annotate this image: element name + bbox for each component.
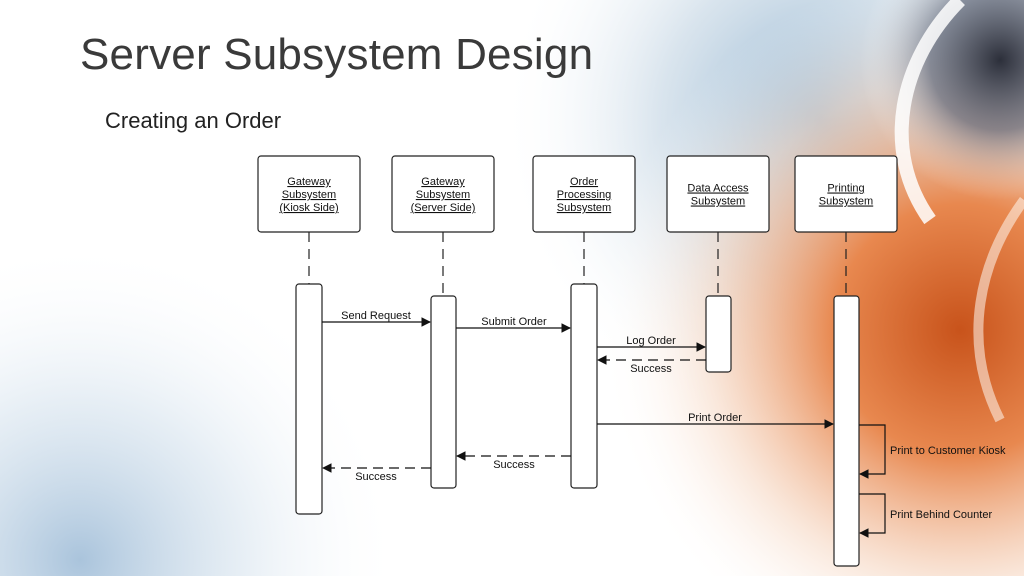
message-label-6: Success	[493, 459, 535, 471]
message-label-5: Print to Customer Kiosk	[890, 445, 1006, 457]
object-label-pr-0: Printing	[827, 183, 864, 195]
object-label-op-0: Order	[570, 176, 598, 188]
activation-bar-op	[570, 283, 598, 489]
activation-bar-gk	[295, 283, 323, 515]
object-label-gk-0: Gateway	[287, 176, 331, 188]
message-label-0: Send Request	[341, 310, 411, 322]
object-label-da-1: Subsystem	[691, 196, 745, 208]
object-label-op-2: Subsystem	[557, 202, 611, 214]
slide-subtitle: Creating an Order	[105, 108, 282, 133]
object-label-pr-1: Subsystem	[819, 196, 873, 208]
self-message-arrow-5	[859, 424, 886, 479]
object-label-gs-1: Subsystem	[416, 189, 470, 201]
object-label-gk-1: Subsystem	[282, 189, 336, 201]
message-label-3: Success	[630, 363, 672, 375]
object-label-op-1: Processing	[557, 189, 611, 201]
object-label-gk-2: (Kiosk Side)	[279, 202, 338, 214]
message-label-2: Log Order	[626, 335, 676, 347]
activation-bar-pr	[833, 295, 860, 567]
object-label-da-0: Data Access	[687, 183, 749, 195]
self-message-arrow-8	[859, 493, 886, 538]
activation-bar-da	[705, 295, 732, 373]
object-label-gs-2: (Server Side)	[411, 202, 476, 214]
slide-title: Server Subsystem Design	[80, 30, 594, 79]
message-label-7: Success	[355, 471, 397, 483]
activation-bar-gs	[430, 295, 457, 489]
message-label-4: Print Order	[688, 412, 742, 424]
message-label-8: Print Behind Counter	[890, 509, 992, 521]
object-label-gs-0: Gateway	[421, 176, 465, 188]
message-label-1: Submit Order	[481, 316, 547, 328]
